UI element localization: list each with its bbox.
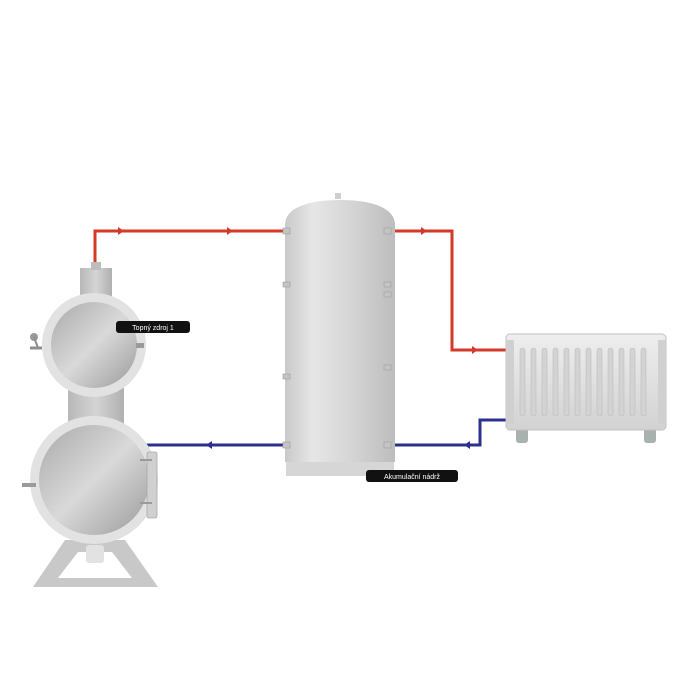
return-pipe-radiator-to-tank	[390, 418, 508, 447]
supply-pipe-tank-to-radiator	[390, 229, 508, 352]
return-pipes	[145, 418, 508, 447]
label-heat-source: Topný zdroj 1	[116, 321, 190, 333]
flow-arrow-icon	[118, 227, 124, 235]
supply-flow-arrows	[118, 227, 478, 354]
supply-pipe-boiler-to-tank	[93, 229, 289, 263]
flow-arrow-icon	[464, 441, 470, 449]
boiler	[22, 262, 158, 587]
flow-arrow-icon	[206, 441, 212, 449]
label-tank: Akumulační nádrž	[366, 470, 458, 482]
flow-arrow-icon	[421, 227, 427, 235]
label-tank-text: Akumulační nádrž	[384, 474, 441, 481]
flow-arrow-icon	[472, 346, 478, 354]
label-heat-source-text: Topný zdroj 1	[132, 325, 174, 332]
tank-port-stubs	[282, 227, 392, 449]
accumulation-tank	[282, 193, 395, 476]
flow-arrow-icon	[227, 227, 233, 235]
radiator	[505, 333, 667, 443]
return-flow-arrows	[206, 441, 470, 449]
radiator-fins	[519, 347, 647, 417]
